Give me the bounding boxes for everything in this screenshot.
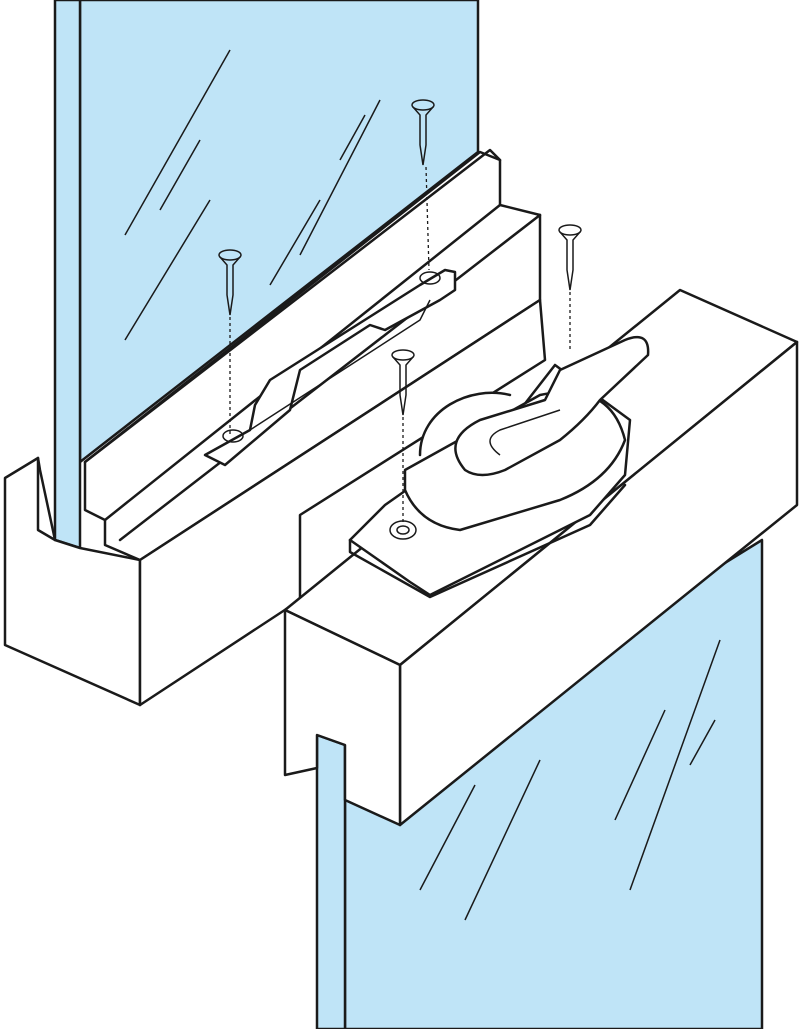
glass-reflection-lines — [124, 49, 381, 341]
sash-lock — [348, 335, 650, 599]
upper-sash-front-face — [138, 298, 547, 707]
screw-icon — [391, 349, 415, 525]
upper-sash — [3, 148, 547, 707]
lower-sash-end-face — [283, 608, 402, 827]
screw-icon — [558, 224, 582, 350]
lock-cam — [418, 391, 512, 457]
upper-glass-edge-strip — [53, 0, 82, 550]
keeper — [203, 268, 457, 467]
screw-icon — [411, 99, 435, 271]
glass-reflection-lines — [419, 639, 721, 921]
screw-icon — [218, 249, 242, 435]
lower-glass-edge-strip — [315, 733, 347, 1029]
screws — [218, 99, 582, 525]
lock-lever-handle — [454, 335, 650, 477]
